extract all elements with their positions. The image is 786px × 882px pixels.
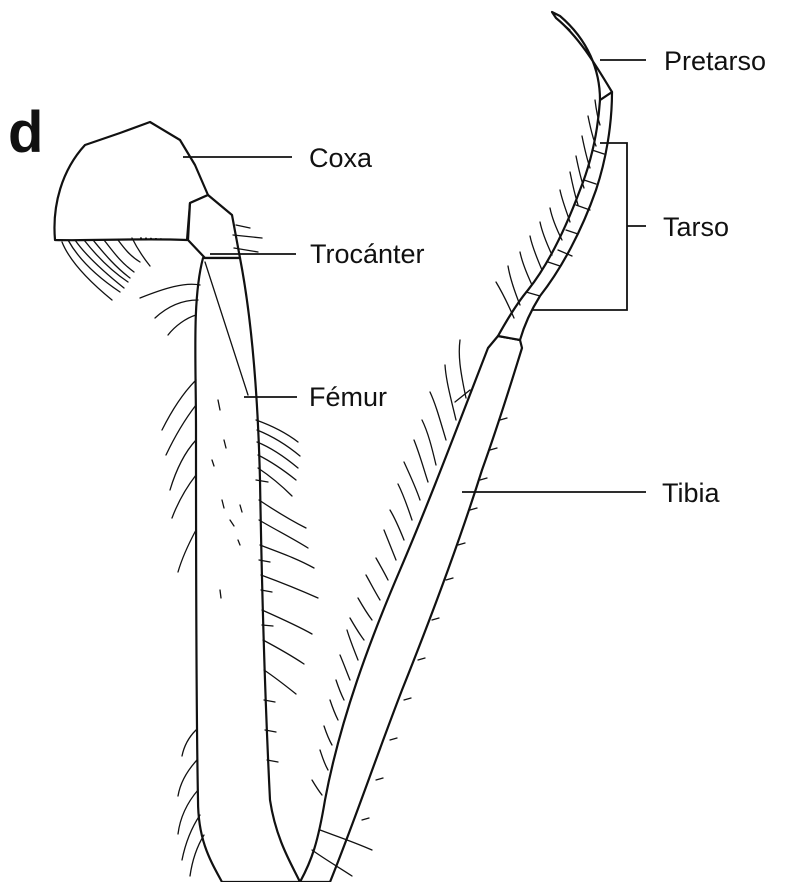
- panel-letter: d: [8, 100, 43, 165]
- tarsus-segment: [496, 92, 612, 340]
- label-tibia: Tibia: [662, 478, 721, 508]
- trochanter-segment: [188, 195, 262, 258]
- label-pretarso: Pretarso: [664, 46, 766, 76]
- label-tarso: Tarso: [663, 212, 729, 242]
- tibia-segment: [300, 336, 522, 882]
- femur-segment: [140, 258, 318, 882]
- label-coxa: Coxa: [309, 143, 373, 173]
- label-femur: Fémur: [309, 382, 387, 412]
- coxa-segment: [54, 122, 208, 300]
- pretarsus-claw: [552, 12, 612, 100]
- label-trocanter: Trocánter: [310, 239, 425, 269]
